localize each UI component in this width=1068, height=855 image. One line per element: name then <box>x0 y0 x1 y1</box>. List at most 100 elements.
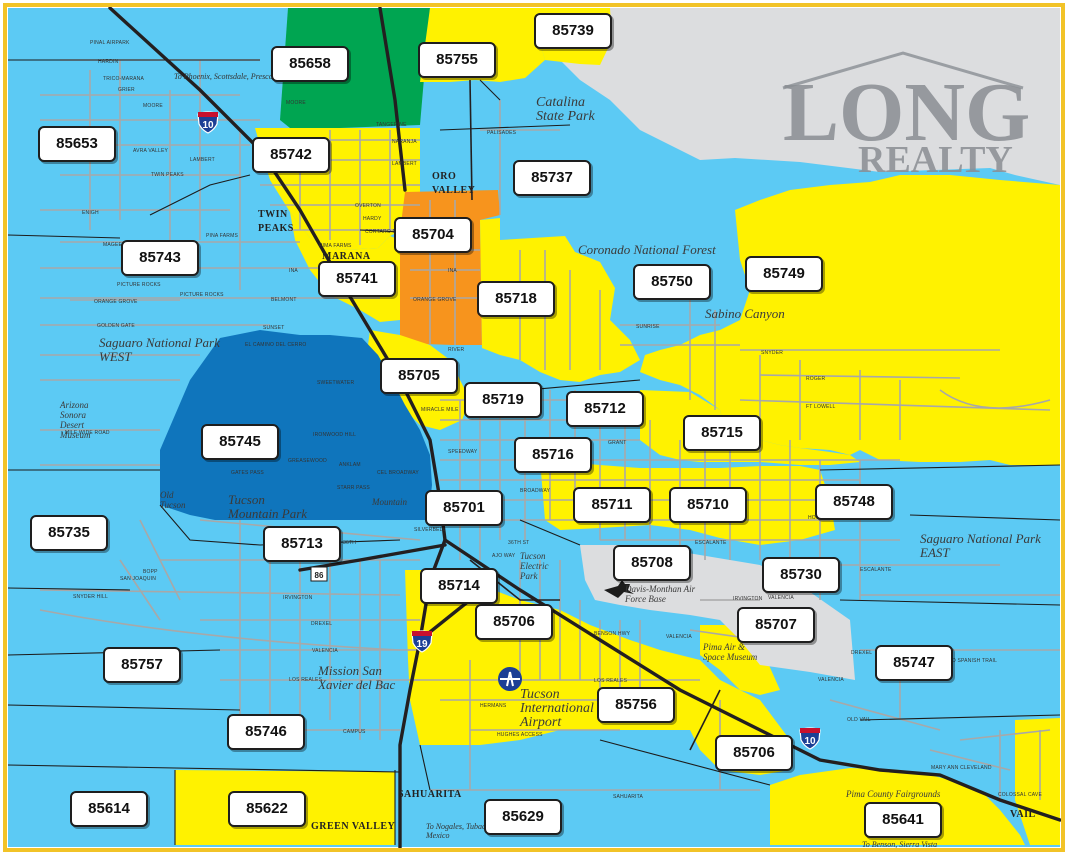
street-label: ESCALANTE <box>695 540 727 546</box>
zip-badge-85708[interactable]: 85708 <box>613 545 691 581</box>
interstate-10-north-shield: 10 <box>196 110 220 139</box>
zip-badge-85707[interactable]: 85707 <box>737 607 815 643</box>
zip-badge-85622[interactable]: 85622 <box>228 791 306 827</box>
zip-badge-85719[interactable]: 85719 <box>464 382 542 418</box>
zip-badge-85735[interactable]: 85735 <box>30 515 108 551</box>
place-sahuarita: SAHUARITA <box>398 789 462 800</box>
zip-badge-85614[interactable]: 85614 <box>70 791 148 827</box>
street-label: INA <box>448 268 457 274</box>
street-label: TWIN PEAKS <box>151 172 184 178</box>
street-label: SILVERBELL <box>414 527 446 533</box>
place-tucson-airport: Tucson International Airport <box>520 687 594 730</box>
place-vail: VAIL <box>1010 809 1036 820</box>
street-label: DREXEL <box>851 650 873 656</box>
long-realty-logo: LONG REALTY <box>778 48 1030 181</box>
zip-badge-85712[interactable]: 85712 <box>566 391 644 427</box>
street-label: ROGER <box>806 376 826 382</box>
place-desert-museum: Arizona Sonora Desert Museum <box>60 400 91 440</box>
zip-badge-85710[interactable]: 85710 <box>669 487 747 523</box>
street-label: PINAL AIRPARK <box>90 40 130 46</box>
street-label: HARDY <box>363 216 382 222</box>
state-route-86-shield: 86 <box>310 566 328 587</box>
zip-badge-85756[interactable]: 85756 <box>597 687 675 723</box>
place-tucson-electric-park: Tucson Electric Park <box>520 551 549 581</box>
place-twin-peaks: TWIN PEAKS <box>258 209 294 234</box>
zip-badge-85755[interactable]: 85755 <box>418 42 496 78</box>
interstate-10-south-shield: 10 <box>798 726 822 755</box>
street-label: SNYDER <box>761 350 784 356</box>
street-label: AVRA VALLEY <box>133 148 169 154</box>
zip-badge-85706-north[interactable]: 85706 <box>475 604 553 640</box>
interstate-10-south-label: 10 <box>804 736 816 747</box>
zip-badge-85714[interactable]: 85714 <box>420 568 498 604</box>
street-label: MAGEE <box>103 242 123 248</box>
street-label: LOS REALES <box>594 678 628 684</box>
zip-badge-85711[interactable]: 85711 <box>573 487 651 523</box>
zip-badge-85704[interactable]: 85704 <box>394 217 472 253</box>
zip-badge-85718[interactable]: 85718 <box>477 281 555 317</box>
zip-badge-85737[interactable]: 85737 <box>513 160 591 196</box>
place-pima-fairgrounds: Pima County Fairgrounds <box>846 789 941 799</box>
zip-badge-85705[interactable]: 85705 <box>380 358 458 394</box>
place-old-tucson: Old Tucson <box>160 490 186 510</box>
street-label: PINA FARMS <box>206 233 239 239</box>
street-label: CAMPUS <box>343 729 366 735</box>
zip-badge-85730[interactable]: 85730 <box>762 557 840 593</box>
street-label: 36TH ST <box>508 540 530 546</box>
street-label: PICTURE ROCKS <box>180 292 224 298</box>
place-oro-valley: ORO VALLEY <box>432 171 476 196</box>
street-label: SAN JOAQUIN <box>120 576 157 582</box>
interstate-10-north-label: 10 <box>202 120 214 131</box>
zip-badge-85653[interactable]: 85653 <box>38 126 116 162</box>
street-label: SWEETWATER <box>317 380 355 386</box>
street-label: AJO WAY <box>492 553 516 559</box>
street-label: MIRACLE MILE <box>421 407 459 413</box>
street-label: COLOSSAL CAVE <box>998 792 1043 798</box>
note-to-phoenix: To Phoenix, Scottsdale, Prescott <box>174 72 278 81</box>
street-label: ESCALANTE <box>860 567 892 573</box>
zip-badge-85641[interactable]: 85641 <box>864 802 942 838</box>
zip-badge-85750[interactable]: 85750 <box>633 264 711 300</box>
zip-badge-85715[interactable]: 85715 <box>683 415 761 451</box>
street-label: BENSON HWY <box>594 631 631 637</box>
zip-badge-85757[interactable]: 85757 <box>103 647 181 683</box>
street-label: GRANT <box>608 440 627 446</box>
street-label: 36TH <box>343 540 357 546</box>
place-green-valley: GREEN VALLEY <box>311 821 396 832</box>
zip-badge-85746[interactable]: 85746 <box>227 714 305 750</box>
street-label: PIMA FARMS <box>319 243 352 249</box>
zip-badge-85658[interactable]: 85658 <box>271 46 349 82</box>
place-tucson-mountain-park: Tucson Mountain Park <box>228 492 308 521</box>
zip-badge-85747[interactable]: 85747 <box>875 645 953 681</box>
street-label: GREASEWOOD <box>288 458 327 464</box>
street-label: HUGHES ACCESS <box>497 732 543 738</box>
street-label: STARR PASS <box>337 485 370 491</box>
zip-badge-85742[interactable]: 85742 <box>252 137 330 173</box>
street-label: IRVINGTON <box>283 595 313 601</box>
zip-badge-85713[interactable]: 85713 <box>263 526 341 562</box>
airport-icon <box>498 667 522 691</box>
state-route-86-label: 86 <box>315 571 324 580</box>
street-label: OVERTON <box>355 203 381 209</box>
zip-badge-85706-south[interactable]: 85706 <box>715 735 793 771</box>
zip-badge-85745[interactable]: 85745 <box>201 424 279 460</box>
place-saguaro-east: Saguaro National Park EAST <box>920 531 1041 560</box>
zip-badge-85741[interactable]: 85741 <box>318 261 396 297</box>
street-label: SUNRISE <box>636 324 660 330</box>
zip-badge-85716[interactable]: 85716 <box>514 437 592 473</box>
zip-badge-85739[interactable]: 85739 <box>534 13 612 49</box>
zip-badge-85743[interactable]: 85743 <box>121 240 199 276</box>
place-mission-san-xavier: Mission San Xavier del Bac <box>318 663 396 692</box>
zip-badge-85701[interactable]: 85701 <box>425 490 503 526</box>
street-label: EL CAMINO DEL CERRO <box>245 342 307 348</box>
place-sabino-canyon: Sabino Canyon <box>705 306 785 321</box>
zip-badge-85749[interactable]: 85749 <box>745 256 823 292</box>
zip-badge-85748[interactable]: 85748 <box>815 484 893 520</box>
street-label: VALENCIA <box>312 648 338 654</box>
street-label: GRIER <box>118 87 135 93</box>
svg-text:REALTY: REALTY <box>858 139 1013 178</box>
place-tucson-mountain: Mountain <box>372 497 407 507</box>
zip-badge-85629[interactable]: 85629 <box>484 799 562 835</box>
street-label: ENIGH <box>82 210 99 216</box>
interstate-19-shield: 19 <box>410 629 434 658</box>
